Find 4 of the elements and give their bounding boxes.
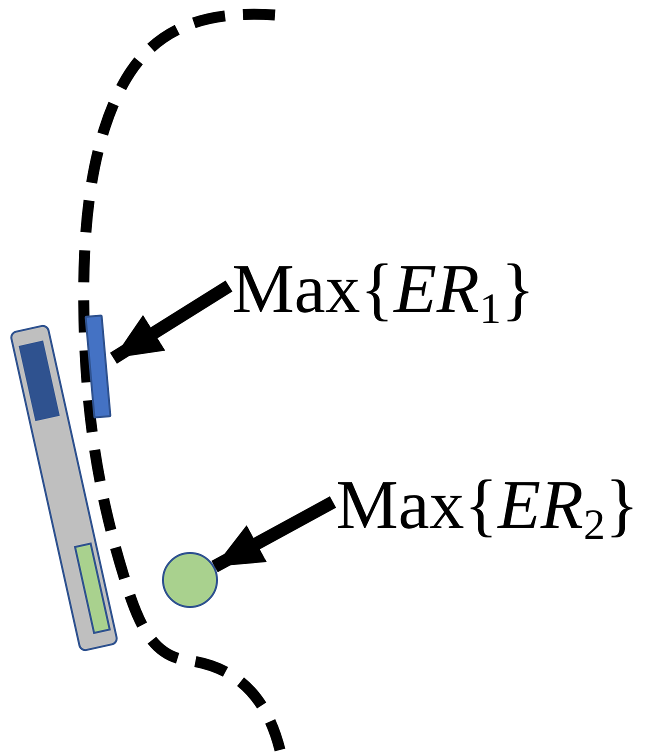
arrow (211, 496, 336, 572)
arrow (110, 280, 232, 364)
max-label: Max{ER$_{2}$} (336, 466, 639, 546)
max-label: Max{ER$_{1}$} (232, 250, 535, 330)
